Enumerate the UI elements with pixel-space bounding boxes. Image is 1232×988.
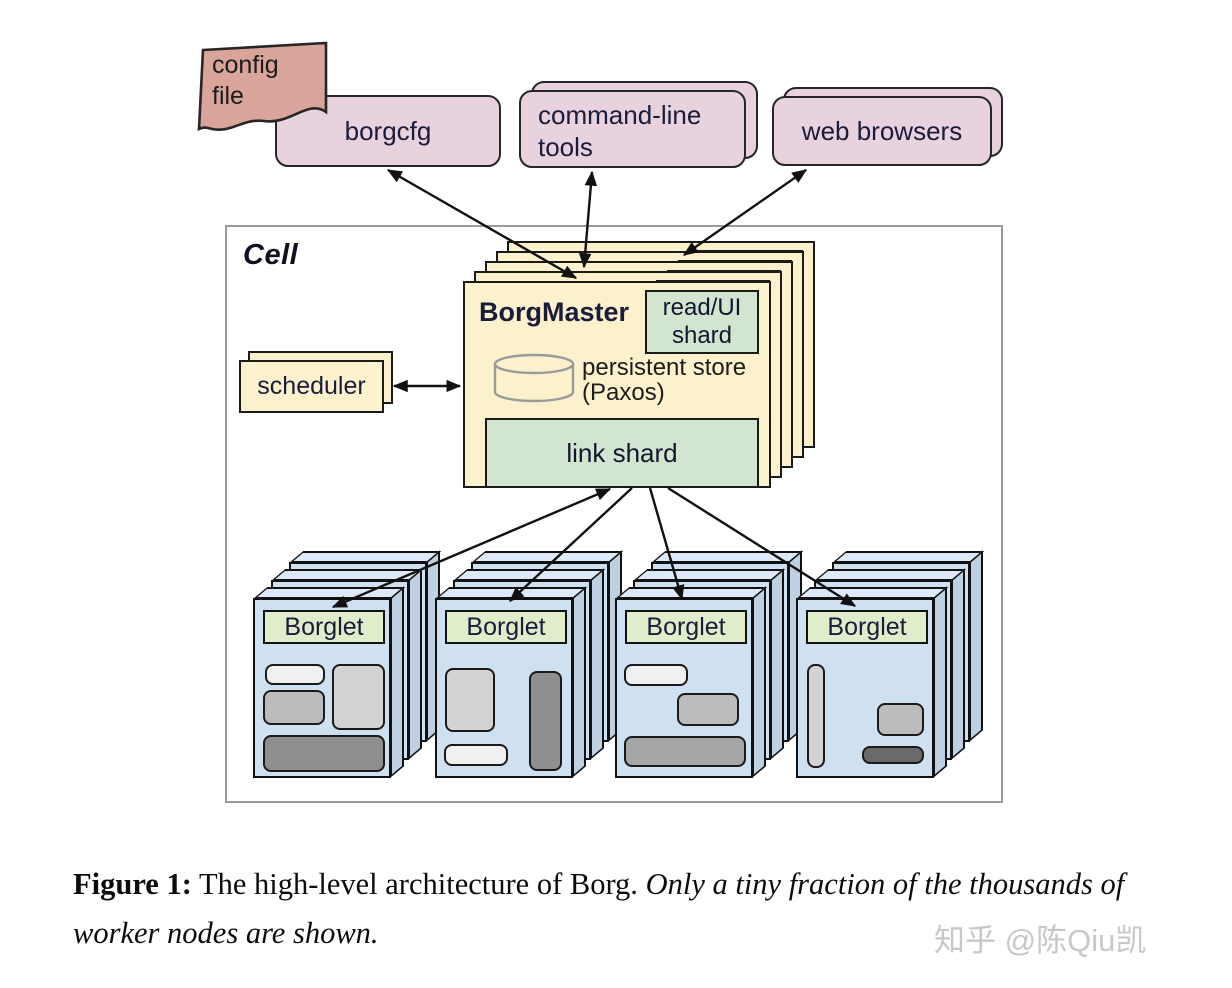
task-rect bbox=[444, 744, 508, 766]
borglet-label: Borglet bbox=[445, 610, 567, 644]
borglet-machine-group: Borglet bbox=[796, 550, 986, 781]
watermark: 知乎 @陈Qiu凯 bbox=[934, 923, 1147, 958]
task-rect bbox=[445, 668, 495, 732]
borglet-machine: Borglet bbox=[796, 586, 949, 778]
web-browsers-label: web browsers bbox=[801, 115, 963, 146]
borglet-machine: Borglet bbox=[253, 586, 406, 778]
borglet-label: Borglet bbox=[263, 610, 385, 644]
machine-front-face: Borglet bbox=[615, 598, 753, 778]
machine-front-face: Borglet bbox=[796, 598, 934, 778]
machine-side-face bbox=[933, 586, 947, 778]
read-ui-shard-label: read/UI shard bbox=[662, 294, 742, 349]
task-rect bbox=[807, 664, 825, 768]
machine-side-face bbox=[572, 586, 586, 778]
borgmaster-box: BorgMaster read/UI shard persistent stor… bbox=[463, 281, 771, 488]
link-shard-label: link shard bbox=[566, 437, 678, 468]
caption-text: The high-level architecture of Borg. bbox=[191, 867, 646, 901]
borglet-label: Borglet bbox=[625, 610, 747, 644]
borglet-machine: Borglet bbox=[435, 586, 588, 778]
machine-side-face bbox=[951, 568, 965, 760]
task-rect bbox=[624, 736, 746, 767]
task-rect bbox=[332, 664, 385, 730]
machine-side-face bbox=[408, 568, 422, 760]
config-file-label: config file bbox=[212, 51, 279, 110]
task-rect bbox=[265, 664, 325, 685]
machine-side-face bbox=[752, 586, 766, 778]
task-rect bbox=[263, 690, 325, 725]
task-rect bbox=[624, 664, 688, 686]
borgcfg-label: borgcfg bbox=[344, 115, 432, 146]
persistent-store-label: persistent store (Paxos) bbox=[582, 355, 746, 405]
caption-italic-text: Only a tiny fraction of the thousands of… bbox=[73, 867, 1125, 950]
cell-label: Cell bbox=[243, 239, 299, 271]
read-ui-shard-box: read/UI shard bbox=[645, 290, 759, 354]
machine-side-face bbox=[390, 586, 404, 778]
scheduler-box: scheduler bbox=[239, 360, 384, 413]
task-rect bbox=[529, 671, 562, 771]
config-file-icon bbox=[197, 41, 328, 132]
persistent-store-line1: persistent store bbox=[582, 354, 747, 381]
machine-front-face: Borglet bbox=[253, 598, 391, 778]
borglet-machine-group: Borglet bbox=[435, 550, 625, 781]
machine-side-face bbox=[969, 550, 983, 742]
machine-side-face bbox=[590, 568, 604, 760]
task-rect bbox=[862, 746, 924, 764]
machine-front-face: Borglet bbox=[435, 598, 573, 778]
task-rect bbox=[877, 703, 924, 736]
caption-figure-number: Figure 1: bbox=[73, 867, 192, 901]
command-line-tools-label: command-line tools bbox=[538, 100, 702, 162]
figure-caption: Figure 1: The high-level architecture of… bbox=[73, 860, 1145, 958]
scheduler-label: scheduler bbox=[257, 372, 366, 400]
command-line-tools-box: command-line tools bbox=[519, 90, 746, 168]
persistent-store-line2: (Paxos) bbox=[582, 379, 665, 406]
machine-side-face bbox=[770, 568, 784, 760]
borglet-label: Borglet bbox=[806, 610, 928, 644]
borglet-machine-group: Borglet bbox=[253, 550, 443, 781]
link-shard-box: link shard bbox=[485, 418, 759, 488]
task-rect bbox=[263, 735, 385, 772]
web-browsers-box: web browsers bbox=[772, 96, 992, 166]
task-rect bbox=[677, 693, 739, 726]
database-cylinder-icon bbox=[493, 353, 575, 403]
borglet-machine: Borglet bbox=[615, 586, 768, 778]
borgmaster-label: BorgMaster bbox=[479, 297, 630, 327]
borglet-machine-group: Borglet bbox=[615, 550, 805, 781]
